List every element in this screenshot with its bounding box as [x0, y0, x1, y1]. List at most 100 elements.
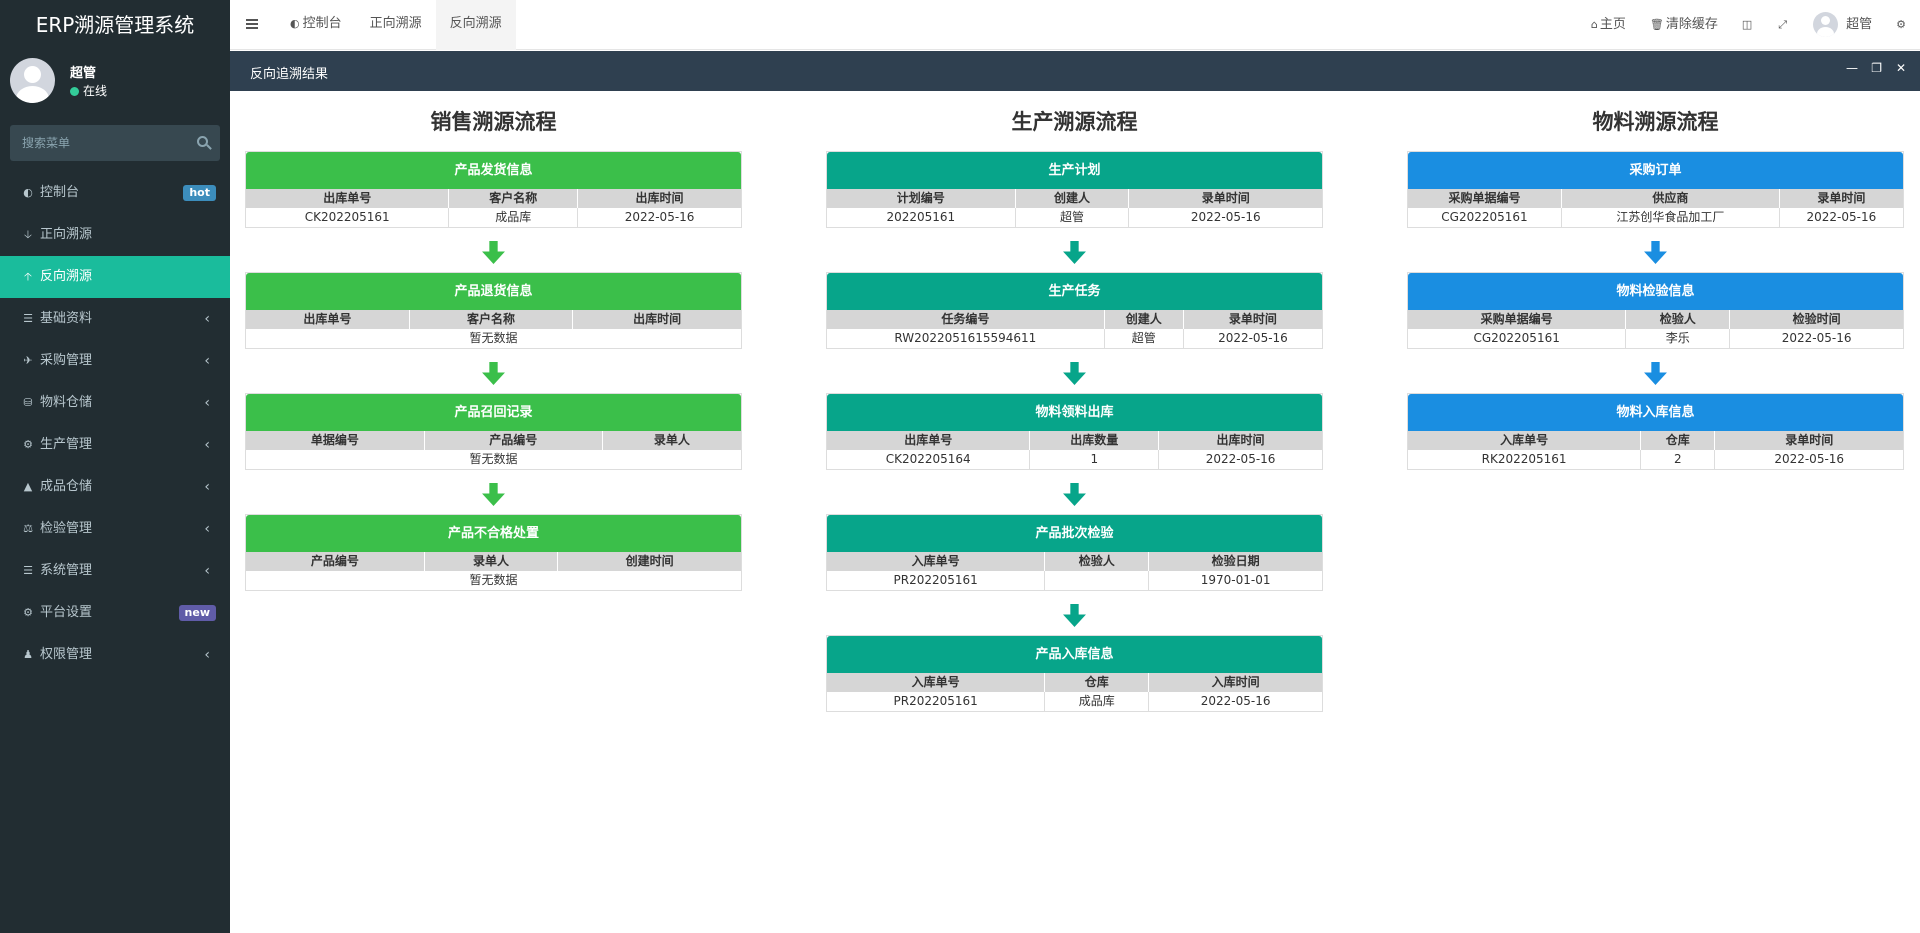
chevron-left-icon: ‹ [204, 353, 210, 369]
translate-icon: ◫ [1741, 18, 1753, 31]
fullscreen-button[interactable]: ⤢ [1766, 0, 1801, 50]
card-title: 产品批次检验 [827, 515, 1322, 552]
tab-label: 正向溯源 [369, 16, 422, 31]
app-logo[interactable]: ERP溯源管理系统 [0, 0, 230, 50]
minimize-icon[interactable]: — [1846, 61, 1858, 75]
column-header: 仓库 [1640, 431, 1716, 450]
column-header: 入库单号 [1408, 431, 1642, 450]
sidebar-item-product-storage[interactable]: ▲成品仓储 ‹ [0, 466, 230, 508]
table-row: RK202205161 2 2022-05-16 [1408, 450, 1903, 469]
column-header: 出库时间 [572, 310, 741, 329]
gear-icon: ⚙ [1896, 18, 1906, 31]
close-icon[interactable]: ✕ [1895, 61, 1906, 75]
dashboard-icon: ◐ [290, 17, 300, 30]
card-table: 采购单据编号 供应商 录单时间 CG202205161 江苏创华食品加工厂 20… [1408, 189, 1903, 227]
table-row: PR202205161 1970-01-01 [827, 571, 1322, 590]
sales-trace-column: 销售溯源流程 产品发货信息 出库单号 客户名称 出库时间 CK202205161… [245, 91, 742, 591]
sidebar-item-label: 权限管理 [40, 647, 93, 662]
table-header-row: 采购单据编号 检验人 检验时间 [1408, 310, 1903, 329]
user-name: 超管 [70, 66, 97, 81]
trace-card: 产品退货信息 出库单号 客户名称 出库时间 暂无数据 [245, 272, 742, 349]
list-icon: ☰ [23, 564, 33, 577]
table-header-row: 出库单号 出库数量 出库时间 [827, 431, 1322, 450]
flow-arrow-icon [245, 349, 742, 393]
column-header: 录单人 [602, 431, 741, 450]
card-table: 出库单号 客户名称 出库时间 CK202205161 成品库 2022-05-1… [246, 189, 741, 227]
menu-search-input[interactable] [10, 125, 190, 161]
table-cell: 2022-05-16 [1205, 452, 1276, 466]
search-icon[interactable] [197, 136, 208, 147]
clear-cache-button[interactable]: 🗑清除缓存 [1638, 0, 1730, 50]
sidebar-item-dashboard[interactable]: ◐控制台 hot [0, 172, 230, 214]
card-table: 出库单号 出库数量 出库时间 CK202205164 1 2022-05-16 [827, 431, 1322, 469]
table-row: 暂无数据 [246, 329, 741, 348]
table-row: CK202205164 1 2022-05-16 [827, 450, 1322, 469]
table-header-row: 单据编号 产品编号 录单人 [246, 431, 741, 450]
settings-button[interactable]: ⚙ [1884, 0, 1920, 50]
sidebar-item-material-storage[interactable]: ⛁物料仓储 ‹ [0, 382, 230, 424]
empty-message: 暂无数据 [469, 331, 518, 345]
sidebar-item-label: 成品仓储 [40, 479, 93, 494]
table-row: CG202205161 江苏创华食品加工厂 2022-05-16 [1408, 208, 1903, 227]
sidebar-item-inspection[interactable]: ⚖检验管理 ‹ [0, 508, 230, 550]
clear-cache-label: 清除缓存 [1665, 17, 1718, 32]
sidebar-item-purchase[interactable]: ✈采购管理 ‹ [0, 340, 230, 382]
chevron-left-icon: ‹ [204, 479, 210, 495]
table-cell: 李乐 [1625, 329, 1731, 348]
table-cell: 超管 [1015, 208, 1130, 227]
restore-icon[interactable]: ❐ [1871, 61, 1882, 75]
trace-card: 生产计划 计划编号 创建人 录单时间 202205161 超管 2022-05-… [826, 151, 1323, 228]
flow-arrow-icon [826, 470, 1323, 514]
sidebar-item-system[interactable]: ☰系统管理 ‹ [0, 550, 230, 592]
chevron-left-icon: ‹ [204, 395, 210, 411]
tab-forward-trace[interactable]: 正向溯源 [356, 0, 436, 50]
tab-dashboard[interactable]: ◐控制台 [276, 0, 356, 50]
sidebar-item-label: 反向溯源 [40, 269, 93, 284]
user-menu[interactable]: 超管 [1801, 0, 1884, 50]
flow-arrow-icon [826, 349, 1323, 393]
sidebar-item-label: 基础资料 [40, 311, 93, 326]
table-cell: 2022-05-16 [1200, 694, 1271, 708]
translate-button[interactable]: ◫ [1730, 0, 1766, 50]
column-header: 录单时间 [1183, 310, 1322, 329]
column-header: 出库时间 [1158, 431, 1322, 450]
sidebar-item-permissions[interactable]: ♟权限管理 ‹ [0, 634, 230, 676]
sidebar-item-forward-trace[interactable]: 🡣正向溯源 [0, 214, 230, 256]
card-table: 产品编号 录单人 创建时间 暂无数据 [246, 552, 741, 590]
chevron-left-icon: ‹ [204, 647, 210, 663]
tab-label: 控制台 [302, 16, 342, 31]
card-title: 产品发货信息 [246, 152, 741, 189]
column-header: 录单人 [424, 552, 559, 571]
sidebar-item-platform-settings[interactable]: ⚙平台设置 new [0, 592, 230, 634]
empty-message: 暂无数据 [469, 452, 518, 466]
online-dot-icon [70, 87, 79, 96]
table-cell: 202205161 [827, 208, 1016, 227]
tab-reverse-trace[interactable]: 反向溯源 [435, 0, 516, 50]
table-cell: 成品库 [1044, 692, 1150, 711]
sidebar-item-reverse-trace[interactable]: 🡡反向溯源 [0, 256, 230, 298]
top-right-nav: ⌂主页 🗑清除缓存 ◫ ⤢ 超管 ⚙ [1579, 0, 1920, 50]
sidebar-item-basic-data[interactable]: ☰基础资料 ‹ [0, 298, 230, 340]
table-cell: PR202205161 [827, 692, 1046, 711]
table-header-row: 入库单号 仓库 录单时间 [1408, 431, 1903, 450]
menu-toggle-icon[interactable] [246, 19, 258, 29]
flow-arrow-icon [826, 591, 1323, 635]
table-cell [1044, 571, 1150, 590]
table-row: 202205161 超管 2022-05-16 [827, 208, 1322, 227]
table-header-row: 出库单号 客户名称 出库时间 [246, 310, 741, 329]
sidebar-item-production[interactable]: ⚙生产管理 ‹ [0, 424, 230, 466]
table-row: PR202205161 成品库 2022-05-16 [827, 692, 1322, 711]
card-title: 物料检验信息 [1408, 273, 1903, 310]
table-cell: 2022-05-16 [1774, 452, 1845, 466]
home-link[interactable]: ⌂主页 [1579, 0, 1638, 50]
trace-card: 产品发货信息 出库单号 客户名称 出库时间 CK202205161 成品库 20… [245, 151, 742, 228]
card-table: 采购单据编号 检验人 检验时间 CG202205161 李乐 2022-05-1… [1408, 310, 1903, 348]
sidebar-item-label: 采购管理 [40, 353, 93, 368]
card-table: 任务编号 创建人 录单时间 RW2022051615594611 超管 2022… [827, 310, 1322, 348]
user-menu-name: 超管 [1846, 17, 1873, 32]
fullscreen-icon: ⤢ [1778, 18, 1788, 31]
table-cell: 江苏创华食品加工厂 [1561, 208, 1780, 227]
card-table: 入库单号 仓库 入库时间 PR202205161 成品库 2022-05-16 [827, 673, 1322, 711]
empty-message: 暂无数据 [469, 573, 518, 587]
trace-card: 产品批次检验 入库单号 检验人 检验日期 PR202205161 1970-01… [826, 514, 1323, 591]
